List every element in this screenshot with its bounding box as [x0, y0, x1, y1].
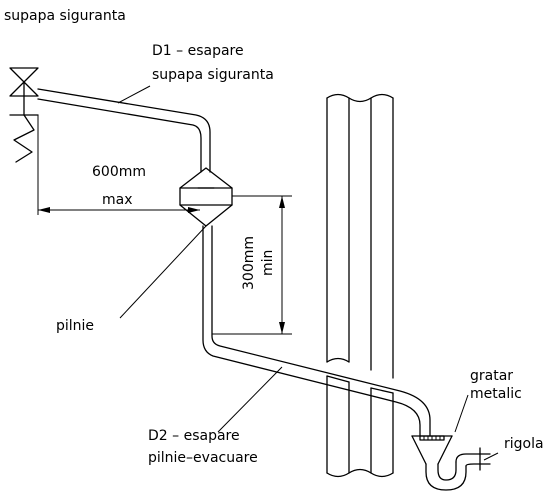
trap-label: rigola — [504, 436, 544, 452]
dimension-vertical — [212, 195, 292, 335]
gully-trap — [411, 435, 491, 491]
tundish-label: pilnie — [56, 318, 94, 334]
d2-label-line2: pilnie–evacuare — [148, 450, 258, 466]
wall — [326, 93, 394, 478]
tundish — [179, 167, 233, 227]
pipe-d1 — [37, 88, 211, 173]
dim-vertical-value: 300mm — [241, 236, 257, 290]
dim-horizontal-qualifier: max — [102, 192, 133, 208]
grating-label-line2: metalic — [470, 386, 522, 402]
dim-vertical-qualifier: min — [260, 250, 276, 276]
leader-lines — [117, 85, 499, 461]
d1-label-line2: supapa siguranta — [152, 67, 274, 83]
safety-valve — [9, 67, 39, 215]
d1-label-line1: D1 – esapare — [152, 43, 244, 59]
dim-horizontal-value: 600mm — [92, 164, 146, 180]
d2-label-line1: D2 – esapare — [148, 428, 240, 444]
grating-label-line1: gratar — [470, 368, 513, 384]
pipe-d2 — [202, 225, 431, 437]
dimension-horizontal — [38, 207, 200, 213]
safety-valve-label: supapa siguranta — [4, 8, 126, 24]
